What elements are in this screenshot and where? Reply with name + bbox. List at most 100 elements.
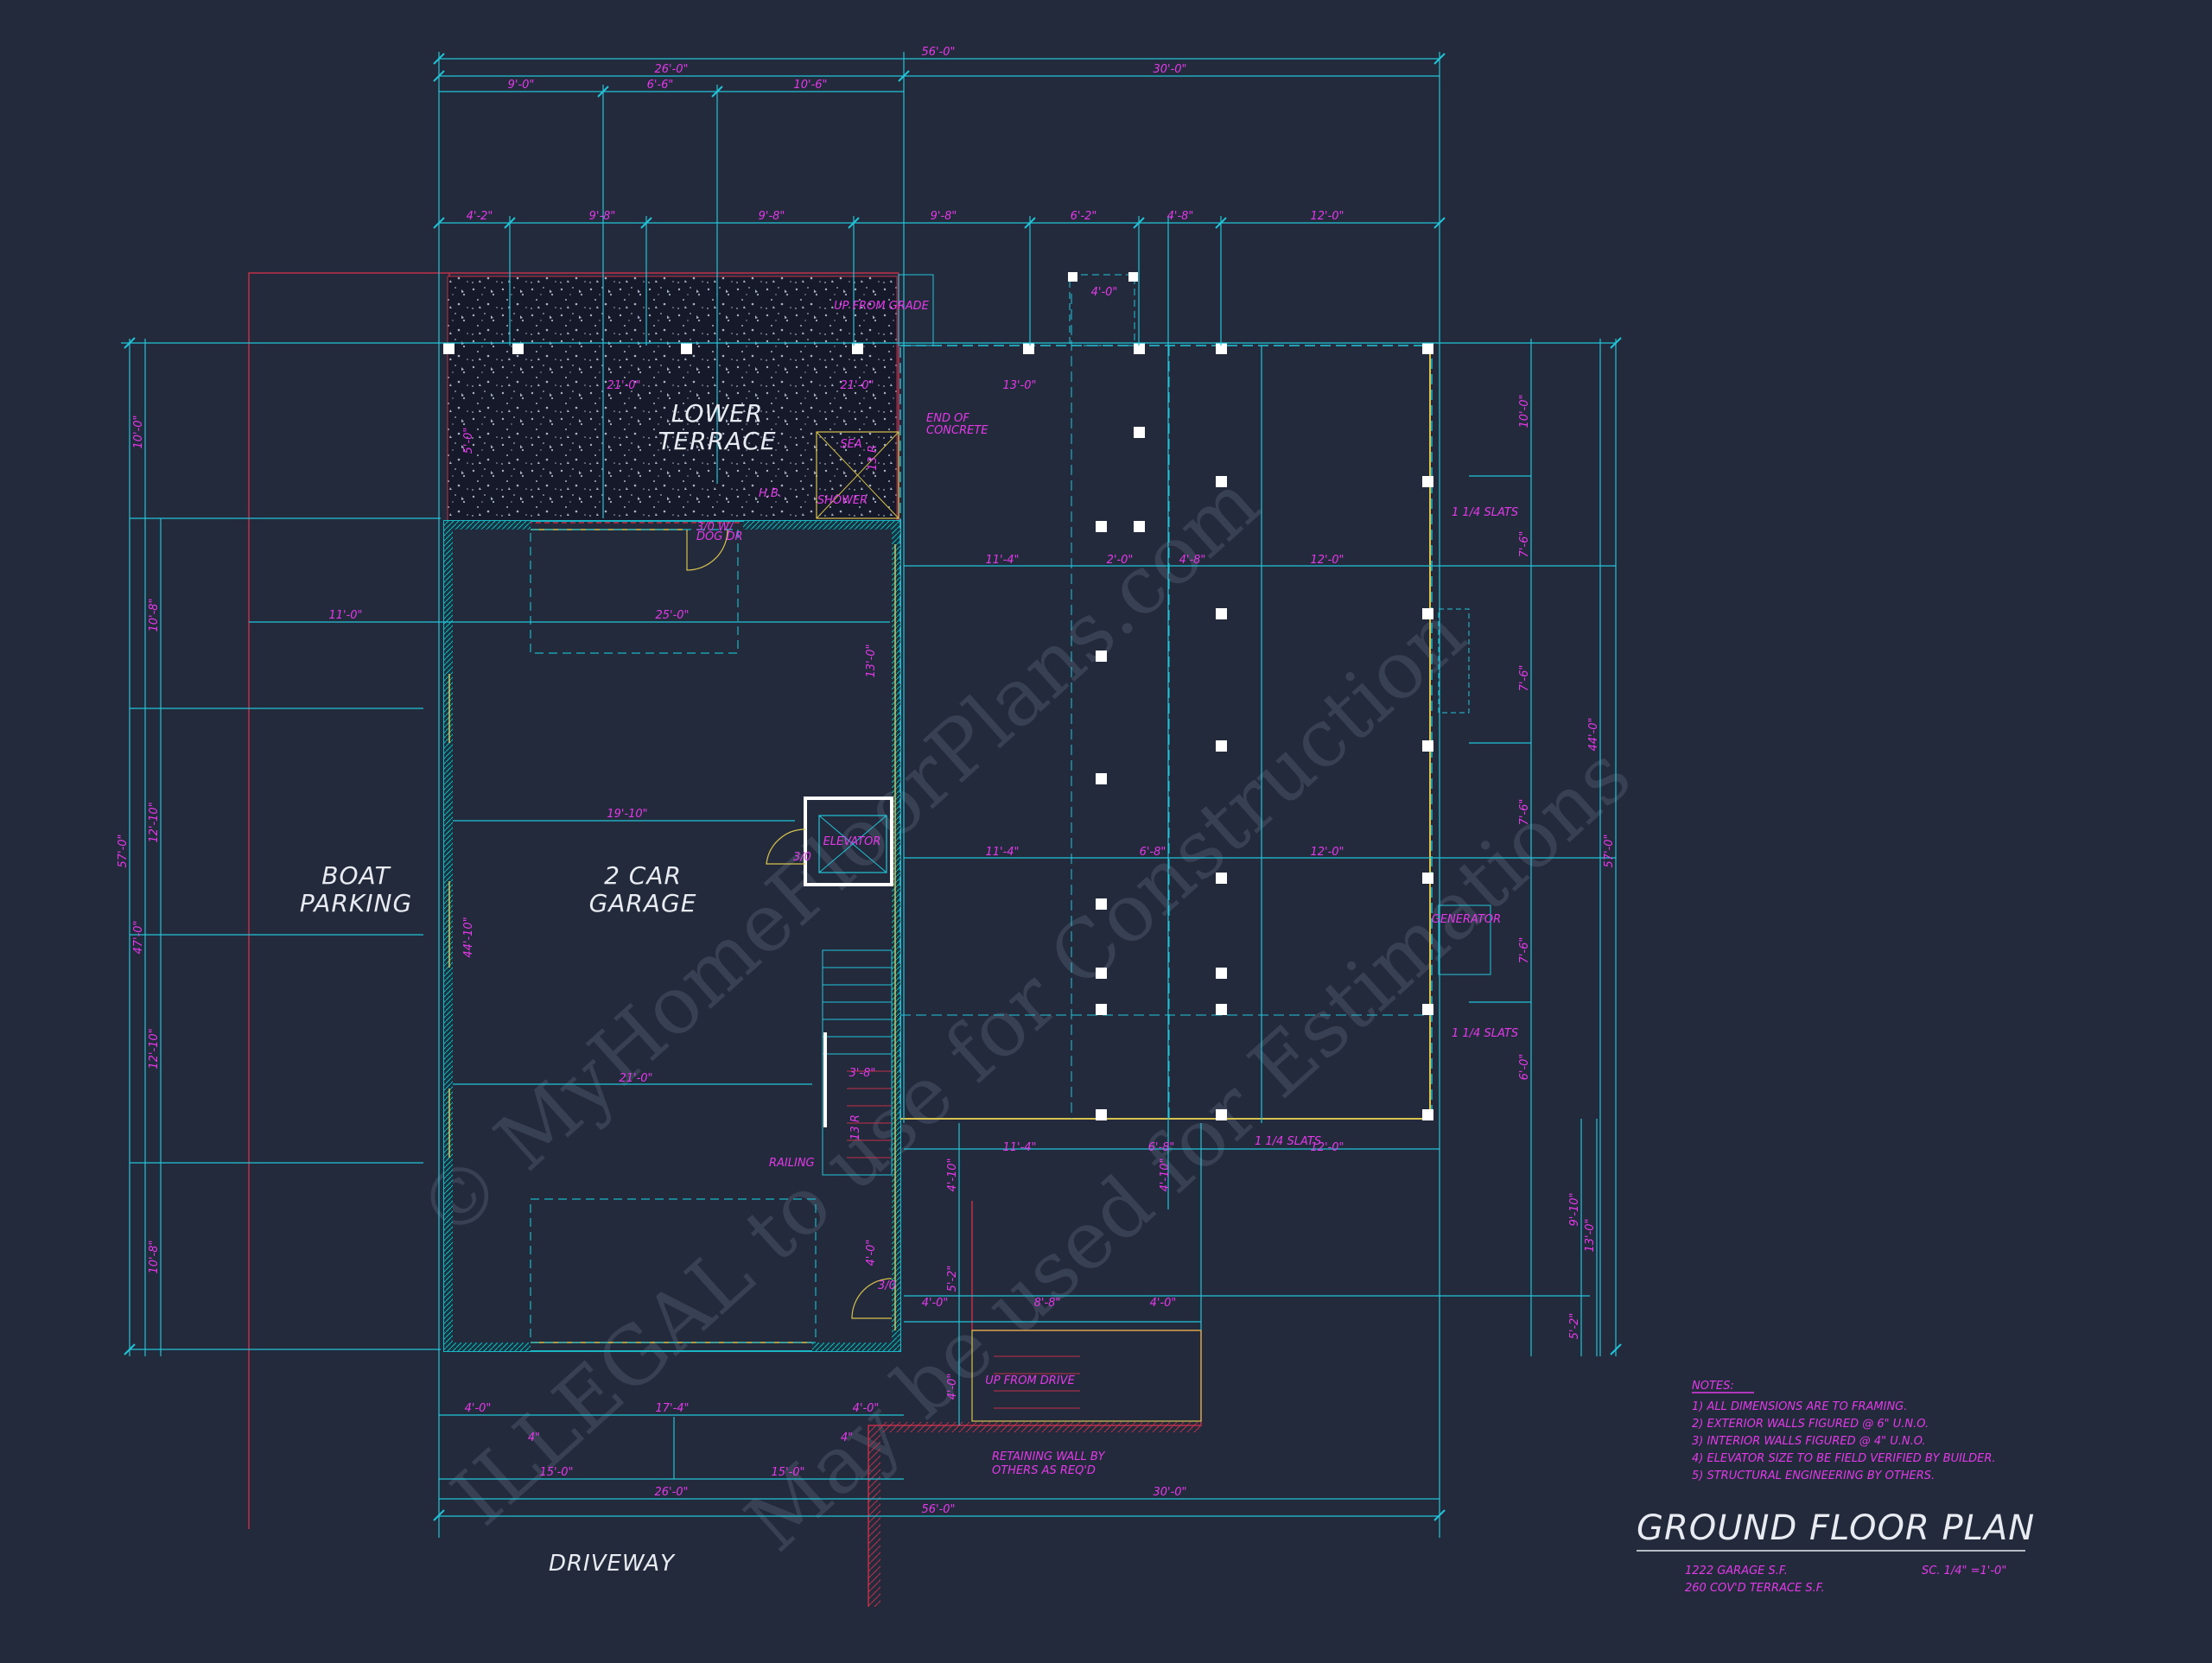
dim-int-26: 5'-0" [462, 428, 475, 454]
dim-right-10: 9'-10" [1568, 1192, 1581, 1226]
garage-label-1: 2 CAR [604, 861, 682, 890]
dim-bottom-small-2: 4" [841, 1431, 853, 1444]
dim-int-29: 4'-10" [1159, 1158, 1172, 1191]
dim-overall-bottom: 56'-0" [921, 1503, 955, 1516]
dim-int-25: 4'-10" [946, 1158, 959, 1191]
driveway-label: DRIVEWAY [549, 1551, 676, 1577]
dim-right-11: 5'-2" [1568, 1313, 1581, 1340]
boat-parking-label-1: BOAT [321, 861, 391, 890]
dim-bottom-right: 30'-0" [1153, 1486, 1186, 1499]
up-from-grade-label: UP FROM GRADE [834, 300, 930, 313]
shower-label: SHOWER [817, 494, 868, 507]
dim-left-1: 10'-0" [132, 415, 145, 448]
dim-int-30: 5'-2" [946, 1266, 959, 1292]
dim-right-4: 7'-6" [1518, 799, 1531, 826]
dim-right-9: 13'-0" [1584, 1218, 1597, 1252]
dim-left-2: 57'-0" [117, 834, 130, 867]
end-of-concrete-line-2: CONCRETE [926, 424, 988, 437]
dim-right-2: 7'-6" [1518, 531, 1531, 558]
dim-int-4: 11'-4" [985, 554, 1019, 567]
dim-int-28: 4'-0" [865, 1240, 878, 1266]
dim-right-1: 10'-0" [1518, 394, 1531, 428]
garage-walls [443, 431, 901, 1352]
dim-int-19: 13'-0" [865, 644, 878, 677]
dim-left-3: 47'-0" [132, 920, 145, 954]
dim-int-21: 4'-0" [1150, 1297, 1177, 1310]
dim-top-r3-1: 4'-2" [467, 210, 493, 223]
dim-int-8: 11'-0" [328, 609, 362, 622]
dog-door-line-1: 3/0 W/ [696, 521, 734, 534]
dim-top-r3-6: 4'-8" [1167, 210, 1194, 223]
elevator-door-label: 3/0 [793, 851, 811, 864]
dim-bottom-r1-1: 4'-0" [465, 1402, 492, 1415]
dim-int-9: 25'-0" [655, 609, 689, 622]
notes-heading: NOTES: [1692, 1380, 1734, 1393]
dim-int-3: 13'-0" [1002, 379, 1036, 392]
dim-int-27: 3'-8" [849, 1067, 876, 1080]
plan-scale: SC. 1/4" =1'-0" [1922, 1565, 2006, 1577]
dim-int-24: 4'-0" [946, 1374, 959, 1400]
dim-int-23: 4'-0" [1091, 286, 1118, 299]
dim-bottom-r2-2: 15'-0" [771, 1466, 804, 1479]
dim-int-18: 12'-0" [1310, 1141, 1344, 1154]
slats-label-3: 1 1/4 SLATS [1255, 1135, 1321, 1148]
plan-title: GROUND FLOOR PLAN [1637, 1508, 2035, 1548]
slats-label-2: 1 1/4 SLATS [1452, 1027, 1518, 1040]
dim-int-12: 11'-4" [985, 846, 1019, 859]
up-from-drive-label: UP FROM DRIVE [985, 1374, 1075, 1387]
stair-label-2: 13 R [867, 445, 880, 471]
dim-int-16: 11'-4" [1002, 1141, 1036, 1154]
dimensions-top: 56'-0" 26'-0" 30'-0" 9'-0" 6'-6" 10'-6" … [467, 46, 1344, 223]
boat-parking-label-2: PARKING [300, 889, 412, 917]
dim-top-r2-1: 9'-0" [508, 79, 535, 92]
stair-label-1: 13 R [849, 1114, 862, 1140]
retaining-wall-line-1: RETAINING WALL BY [992, 1450, 1106, 1463]
dimension-lines [121, 52, 1617, 1538]
posts [443, 272, 1433, 1120]
dim-bottom-small-1: 4" [528, 1431, 540, 1444]
dim-top-r3-7: 12'-0" [1310, 210, 1344, 223]
generator-label: GENERATOR [1432, 913, 1501, 926]
dim-right-6: 6'-0" [1518, 1054, 1531, 1081]
dim-right-8: 57'-0" [1603, 834, 1616, 867]
dim-int-14: 12'-0" [1310, 846, 1344, 859]
lower-terrace-hatch [447, 276, 898, 522]
dim-right-7: 44'-0" [1587, 717, 1600, 751]
title-block: GROUND FLOOR PLAN 1222 GARAGE S.F. 260 C… [1637, 1508, 2035, 1595]
dimensions-interior: 21'-0" 21'-0" 13'-0" 11'-4" 2'-0" 4'-8" … [328, 286, 1518, 1400]
covered-terrace [898, 274, 1491, 1422]
dim-int-6: 4'-8" [1179, 554, 1206, 567]
dim-int-2: 21'-0" [840, 379, 874, 392]
dim-int-17: 6'-8" [1148, 1141, 1175, 1154]
dim-top-r2-2: 6'-6" [647, 79, 674, 92]
note-3: 3) INTERIOR WALLS FIGURED @ 4" U.N.O. [1692, 1435, 1926, 1448]
dim-top-r3-5: 6'-2" [1071, 210, 1097, 223]
hose-bib-label: H.B. [759, 487, 782, 500]
dimensions-left: 10'-0" 57'-0" 47'-0" 10'-8" 12'-10" 12'-… [117, 415, 161, 1273]
terrace-sf: 260 COV'D TERRACE S.F. [1685, 1582, 1825, 1595]
notes-block: NOTES: 1) ALL DIMENSIONS ARE TO FRAMING.… [1692, 1380, 1996, 1482]
dim-top-r2-3: 10'-6" [793, 79, 827, 92]
dim-overall-top: 56'-0" [921, 46, 955, 59]
dim-bottom-r2-1: 15'-0" [539, 1466, 573, 1479]
dim-top-right: 30'-0" [1153, 63, 1186, 76]
dim-int-15: 21'-0" [619, 1072, 652, 1085]
note-1: 1) ALL DIMENSIONS ARE TO FRAMING. [1692, 1400, 1907, 1413]
elevator-label: ELEVATOR [823, 835, 881, 848]
dim-left-5: 12'-10" [148, 802, 161, 842]
dim-int-13: 6'-8" [1140, 846, 1166, 859]
garage-label-2: GARAGE [589, 889, 697, 917]
end-of-concrete-line-1: END OF [926, 412, 969, 425]
small-labels: ELEVATOR GENERATOR SHOWER SEA UP FROM GR… [696, 300, 1501, 1477]
dim-left-7: 10'-8" [148, 1240, 161, 1273]
dim-int-5: 2'-0" [1107, 554, 1134, 567]
dim-bottom-left: 26'-0" [654, 1486, 688, 1499]
dim-int-20: 8'-8" [1034, 1297, 1061, 1310]
dim-int-10: 19'-10" [607, 808, 647, 821]
garage-sf: 1222 GARAGE S.F. [1685, 1565, 1788, 1577]
dog-door-line-2: DOG DR [696, 530, 743, 543]
retaining-wall-line-2: OTHERS AS REQ'D [992, 1464, 1096, 1477]
dim-int-1: 21'-0" [607, 379, 640, 392]
lower-terrace-label-2: TERRACE [658, 427, 776, 455]
